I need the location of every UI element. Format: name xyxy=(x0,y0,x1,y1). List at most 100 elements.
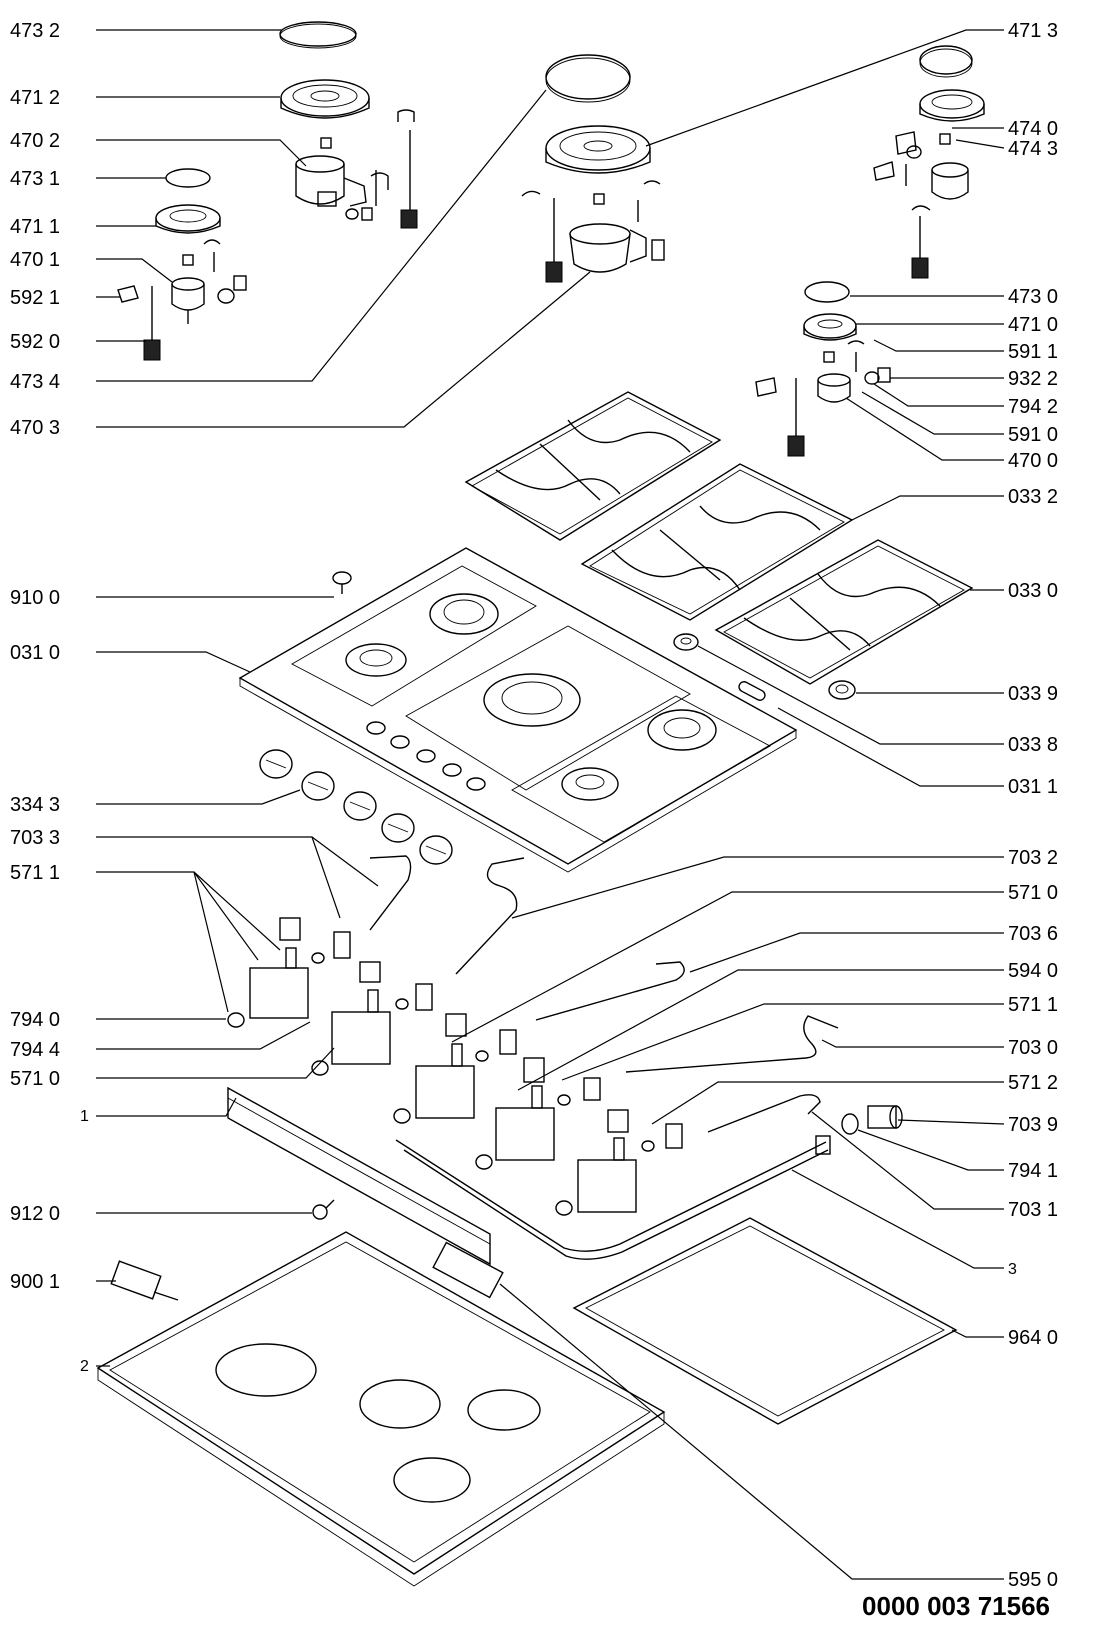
label-4713: 471 3 xyxy=(1008,20,1058,42)
label-7032: 703 2 xyxy=(1008,847,1058,869)
label-4743: 474 3 xyxy=(1008,138,1058,160)
burner-crown-4711 xyxy=(155,204,221,234)
label-0338: 033 8 xyxy=(1008,734,1058,756)
gas-pipe-7030 xyxy=(625,1015,839,1073)
label-4703: 470 3 xyxy=(10,417,60,439)
label-4731: 473 1 xyxy=(10,168,60,190)
label-5950: 595 0 xyxy=(1008,1569,1058,1591)
label-7031: 703 1 xyxy=(1008,1199,1058,1221)
leader-lines xyxy=(96,29,1005,1580)
burner-cap-4732 xyxy=(279,21,357,49)
pan-support-0330-middle xyxy=(580,463,854,621)
burner-body-474 xyxy=(873,131,969,200)
burner-cap-4740 xyxy=(919,45,973,78)
label-4712: 471 2 xyxy=(10,87,60,109)
label-5712: 571 2 xyxy=(1008,1072,1058,1094)
gas-pipe-7031 xyxy=(707,1094,821,1133)
label-7030: 703 0 xyxy=(1008,1037,1058,1059)
screw-9100 xyxy=(332,571,352,594)
label-4734: 473 4 xyxy=(10,371,60,393)
label-9322: 932 2 xyxy=(1008,368,1058,390)
gas-valve-2 xyxy=(331,961,433,1065)
ignition-module-9001 xyxy=(110,1260,179,1301)
gas-valve-3 xyxy=(415,1013,517,1119)
label-0330: 033 0 xyxy=(1008,580,1058,602)
gas-pipe-7032 xyxy=(455,857,525,975)
label-4732: 473 2 xyxy=(10,20,60,42)
burner-cap-4730 xyxy=(804,281,850,303)
thermocouple-2 xyxy=(370,109,418,229)
burner-crown-4743 xyxy=(919,89,985,122)
label-5920: 592 0 xyxy=(10,331,60,353)
label-4711: 471 1 xyxy=(10,216,60,238)
label-3343: 334 3 xyxy=(10,794,60,816)
gas-pipe-7036 xyxy=(535,961,685,1021)
gas-valve-1 xyxy=(249,917,351,1019)
label-5911: 591 1 xyxy=(1008,341,1058,363)
label-4702: 470 2 xyxy=(10,130,60,152)
thermocouple-3 xyxy=(521,190,563,283)
label-5910: 591 0 xyxy=(1008,424,1058,446)
label-4701: 470 1 xyxy=(10,249,60,271)
burner-cap-4731 xyxy=(165,168,211,188)
seal-gasket-9640 xyxy=(572,1217,958,1425)
label-4700: 470 0 xyxy=(1008,450,1058,472)
label-1: 1 xyxy=(80,1108,89,1125)
burner-body-4703 xyxy=(569,180,665,273)
label-5711-left: 571 1 xyxy=(10,862,60,884)
label-9001: 900 1 xyxy=(10,1271,60,1293)
gas-valve-5 xyxy=(577,1109,683,1213)
labels-right: 471 3 474 0 474 3 473 0 471 0 591 1 932 … xyxy=(1008,20,1058,1591)
document-number: 0000 003 71566 xyxy=(862,1591,1050,1621)
label-4740: 474 0 xyxy=(1008,118,1058,140)
gas-pipe-7033 xyxy=(369,855,412,931)
label-7944: 794 4 xyxy=(10,1039,60,1061)
hob-top-0310 xyxy=(238,547,798,873)
label-4710: 471 0 xyxy=(1008,314,1058,336)
label-7941: 794 1 xyxy=(1008,1160,1058,1182)
label-5711-right: 571 1 xyxy=(1008,994,1058,1016)
label-0339: 033 9 xyxy=(1008,683,1058,705)
burner-cap-4734 xyxy=(545,54,631,103)
front-rail-1 xyxy=(227,1086,491,1266)
burner-crown-4713 xyxy=(545,125,651,174)
thermocouple-4 xyxy=(911,205,931,279)
label-5710-right: 571 0 xyxy=(1008,882,1058,904)
burner-crown-4712 xyxy=(280,79,370,119)
label-3: 3 xyxy=(1008,1261,1017,1278)
label-7033: 703 3 xyxy=(10,827,60,849)
inlet-elbow-7039 xyxy=(841,1105,903,1135)
label-7039: 703 9 xyxy=(1008,1114,1058,1136)
label-9120: 912 0 xyxy=(10,1203,60,1225)
burner-body-4700 xyxy=(755,340,891,457)
knobs-3343 xyxy=(259,749,453,865)
label-0332: 033 2 xyxy=(1008,486,1058,508)
label-0310: 031 0 xyxy=(10,642,60,664)
burner-body-4702 xyxy=(295,137,373,221)
labels-left: 473 2 471 2 470 2 473 1 471 1 470 1 592 … xyxy=(10,20,89,1375)
label-4730: 473 0 xyxy=(1008,286,1058,308)
bushing-0339 xyxy=(828,680,856,700)
screw-9120 xyxy=(312,1199,335,1220)
base-tray-2 xyxy=(96,1231,666,1587)
gas-manifold-3 xyxy=(395,1135,831,1260)
label-9640: 964 0 xyxy=(1008,1327,1058,1349)
pan-support-0330 xyxy=(714,539,974,685)
label-5921: 592 1 xyxy=(10,287,60,309)
label-9100: 910 0 xyxy=(10,587,60,609)
seals-794 xyxy=(227,1012,573,1216)
label-7940: 794 0 xyxy=(10,1009,60,1031)
label-7942: 794 2 xyxy=(1008,396,1058,418)
bushing-0338 xyxy=(673,633,699,651)
burner-body-4701 xyxy=(171,239,247,324)
connector-block-5950 xyxy=(432,1241,504,1299)
thermocouple-1 xyxy=(117,285,161,361)
label-0311: 031 1 xyxy=(1008,776,1058,798)
burner-crown-4710 xyxy=(803,313,857,341)
pan-support-0332 xyxy=(464,391,722,541)
label-5940: 594 0 xyxy=(1008,960,1058,982)
label-2: 2 xyxy=(80,1358,89,1375)
gas-valve-4 xyxy=(495,1057,601,1161)
label-7036: 703 6 xyxy=(1008,923,1058,945)
